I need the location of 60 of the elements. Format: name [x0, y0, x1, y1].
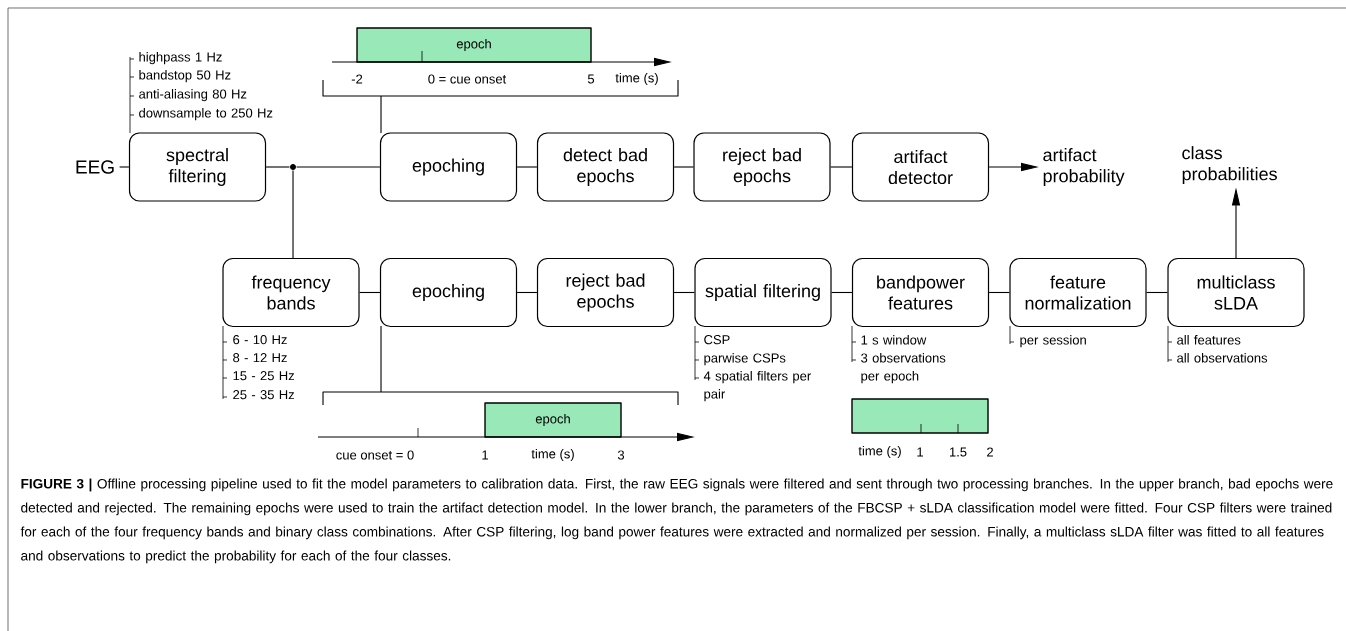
axis-label: time (s) — [531, 448, 574, 462]
connector — [119, 166, 130, 168]
epoch-window: epoch — [484, 402, 622, 438]
process-box: reject bad epochs — [693, 132, 831, 202]
process-box: multiclass sLDA — [1167, 257, 1305, 328]
epoch-window — [851, 398, 989, 434]
annotation-text: 6 - 10 Hz — [233, 335, 287, 345]
process-box: detect bad epochs — [536, 132, 675, 202]
annotation-text: 1 s window — [861, 335, 927, 345]
annotation-text: anti-aliasing 80 Hz — [139, 89, 247, 102]
annotation-text: all observations — [1177, 353, 1268, 363]
output-label: class probabilities — [1182, 146, 1277, 184]
axis-label: 0 = cue onset — [428, 74, 507, 84]
annotation-text: all features — [1177, 335, 1241, 345]
connector — [673, 166, 694, 168]
annotation-text: 15 - 25 Hz — [233, 371, 295, 381]
connector — [831, 291, 853, 294]
process-box: reject bad epochs — [536, 257, 675, 328]
axis-label: -2 — [351, 74, 363, 84]
axis-label: time (s) — [858, 445, 901, 459]
process-box: spatial filtering — [694, 257, 832, 328]
axis-label: 5 — [587, 74, 595, 84]
connector — [673, 291, 695, 294]
annotation-text: CSP — [704, 335, 730, 345]
connector — [359, 291, 381, 294]
connector — [292, 170, 294, 259]
annotation-text: 25 - 35 Hz — [233, 390, 295, 400]
process-box: spectral filtering — [128, 132, 267, 202]
axis-label: 1 — [917, 447, 923, 457]
annotation-text: downsample to 250 Hz — [139, 108, 273, 121]
connector — [516, 166, 538, 168]
connector — [265, 166, 290, 168]
process-box: artifact detector — [851, 132, 990, 202]
annotation-text: 3 observations per epoch — [861, 353, 946, 384]
caption: FIGURE 3 | Offline processing pipeline used to fit the model parameters to calibration data. First, the raw EEG signals were filtered and sent through two processing branches. In the upper branch, bad epochs were detected and rejected. The remaining epochs were used to train the artifact detection model. In the lower branch, the parameters of the FBCSP + sLDA classification model were fitted. Four CSP filters were trained for each of the four frequency bands and binary class combinations. After CSP filtering, log band power features were extracted and normalized per session. Finally, a multiclass sLDA filter was fitted to all features and observations to predict the probability for each of the four classes. — [20, 478, 1333, 564]
process-box: bandpower features — [851, 257, 990, 328]
axis-label: time (s) — [615, 72, 658, 86]
connector — [1146, 291, 1168, 294]
connector — [830, 166, 853, 168]
epoch-window: epoch — [356, 27, 592, 63]
output-label: artifact probability — [1043, 148, 1125, 186]
connector — [296, 166, 381, 168]
annotation-text: 8 - 12 Hz — [233, 353, 287, 363]
process-box: epoching — [379, 257, 518, 328]
annotation-text: parwise CSPs — [704, 353, 786, 366]
input-label: EEG — [76, 160, 114, 174]
annotation-text: bandstop 50 Hz — [139, 70, 231, 83]
process-box: feature normalization — [1009, 257, 1147, 328]
axis-label: 1 — [482, 450, 488, 460]
annotation-text: per session — [1020, 335, 1086, 348]
annotation-text: 4 spatial filters per pair — [703, 371, 811, 402]
axis-label: 1.5 — [949, 447, 967, 457]
process-box: frequency bands — [222, 257, 360, 328]
axis-label: 3 — [617, 450, 625, 460]
connector — [516, 291, 538, 294]
annotation-text: highpass 1 Hz — [139, 52, 222, 65]
axis-label: cue onset = 0 — [336, 450, 414, 460]
connector — [988, 291, 1010, 294]
process-box: epoching — [379, 132, 518, 202]
axis-label: 2 — [987, 447, 993, 457]
